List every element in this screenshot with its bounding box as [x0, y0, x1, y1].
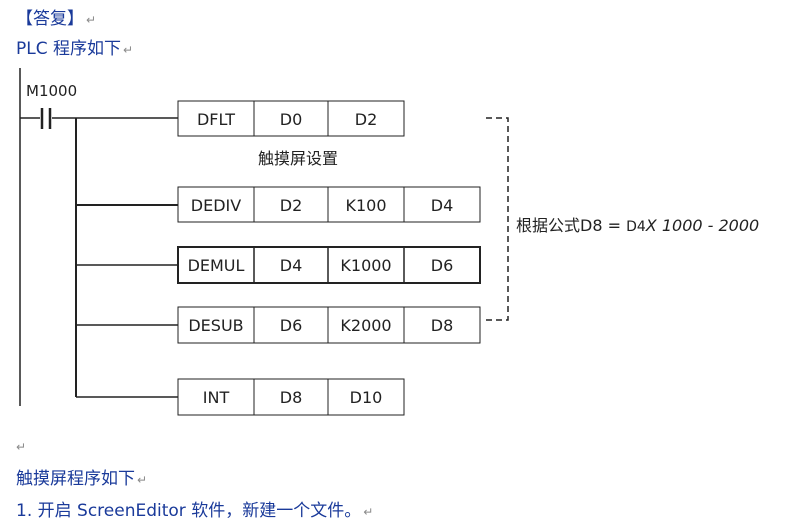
- answer-heading: 【答复】↵: [16, 4, 96, 29]
- instruction-operand: D0: [279, 109, 303, 129]
- instruction-operand: D4: [279, 255, 303, 275]
- instruction-operand: K2000: [340, 315, 392, 335]
- instruction-opcode: DESUB: [188, 315, 244, 335]
- instruction-operand: D8: [279, 387, 303, 407]
- instruction-operand: K100: [345, 195, 387, 215]
- instruction-opcode: DEMUL: [187, 255, 245, 275]
- instruction-opcode: DEDIV: [190, 195, 242, 215]
- formula-rest: X 1000 - 2000: [645, 216, 760, 235]
- instruction-operand: D6: [430, 255, 454, 275]
- instruction-box-desub: [177, 306, 481, 344]
- instruction-box-dediv: [177, 186, 481, 223]
- step-1-text: 1. 开启 ScreenEditor 软件，新建一个文件。: [16, 501, 362, 521]
- paragraph-mark-icon: ↵: [86, 13, 97, 27]
- touch-intro-text: 触摸屏程序如下: [16, 469, 135, 489]
- instruction-operand: K1000: [340, 255, 392, 275]
- contact-label: M1000: [26, 82, 78, 100]
- instruction-box-dflt: [177, 100, 405, 137]
- formula-bracket: [486, 117, 509, 321]
- plc-intro: PLC 程序如下↵: [16, 34, 133, 59]
- instruction-opcode: INT: [202, 387, 230, 407]
- answer-label: 【答复】: [16, 9, 84, 29]
- instruction-caption: 触摸屏设置: [258, 149, 339, 168]
- paragraph-mark-icon: ↵: [363, 505, 374, 519]
- step-1: 1. 开启 ScreenEditor 软件，新建一个文件。↵: [16, 496, 373, 521]
- instruction-operand: D2: [354, 109, 378, 129]
- formula-annotation: 根据公式D8 = D4X 1000 - 2000: [516, 212, 759, 236]
- instruction-operand: D4: [430, 195, 454, 215]
- instruction-operand: D10: [349, 387, 383, 407]
- paragraph-mark-icon: ↵: [137, 473, 148, 487]
- touch-intro: 触摸屏程序如下↵: [16, 464, 147, 489]
- instruction-operand: D6: [279, 315, 303, 335]
- plc-intro-text: PLC 程序如下: [16, 39, 121, 59]
- instruction-operand: D8: [430, 315, 454, 335]
- formula-prefix: 根据公式D8 =: [516, 216, 627, 235]
- empty-paragraph: ↵: [16, 436, 26, 456]
- instruction-box-demul: [177, 246, 481, 284]
- paragraph-mark-icon: ↵: [123, 43, 134, 57]
- ladder-diagram: [19, 68, 509, 416]
- paragraph-mark-icon: ↵: [16, 440, 27, 454]
- instruction-opcode: DFLT: [196, 109, 235, 129]
- formula-d4: D4: [626, 219, 646, 235]
- instruction-box-int: [177, 378, 405, 416]
- instruction-operand: D2: [279, 195, 303, 215]
